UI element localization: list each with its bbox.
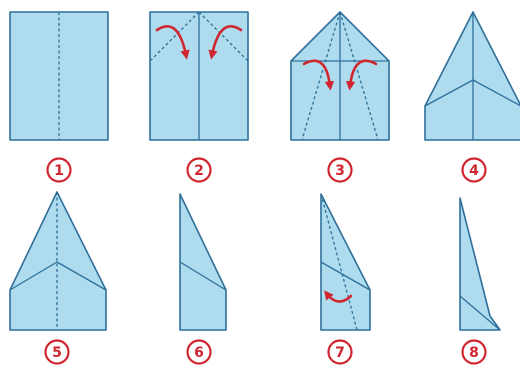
step-number: 7 bbox=[335, 345, 345, 361]
fold-arrow-right bbox=[208, 25, 243, 60]
fold-arrow-left bbox=[302, 59, 335, 91]
step-number: 3 bbox=[335, 163, 345, 179]
step-number: 5 bbox=[52, 345, 62, 361]
step-badge-4: 4 bbox=[461, 157, 487, 183]
step-8-diagram bbox=[459, 197, 501, 331]
step-badge-2: 2 bbox=[186, 157, 212, 183]
step-number: 1 bbox=[54, 163, 64, 179]
fold-arrow-right bbox=[345, 59, 378, 91]
step-6-diagram bbox=[179, 193, 227, 331]
step-badge-8: 8 bbox=[461, 339, 487, 365]
step-number: 4 bbox=[469, 163, 479, 179]
step-5-diagram bbox=[9, 191, 107, 331]
step-3-diagram bbox=[290, 11, 390, 141]
step-badge-6: 6 bbox=[186, 339, 212, 365]
step-number: 2 bbox=[194, 163, 204, 179]
fold-arrow-left bbox=[155, 25, 190, 60]
step-number: 6 bbox=[194, 345, 204, 361]
step-7-diagram bbox=[320, 193, 371, 331]
step-1-diagram bbox=[9, 11, 109, 141]
step-badge-5: 5 bbox=[44, 339, 70, 365]
step-badge-7: 7 bbox=[327, 339, 353, 365]
step-badge-3: 3 bbox=[327, 157, 353, 183]
step-number: 8 bbox=[469, 345, 479, 361]
step-2-diagram bbox=[149, 11, 249, 141]
step-4-diagram bbox=[424, 11, 520, 141]
fold-arrow bbox=[324, 290, 353, 303]
step-badge-1: 1 bbox=[46, 157, 72, 183]
